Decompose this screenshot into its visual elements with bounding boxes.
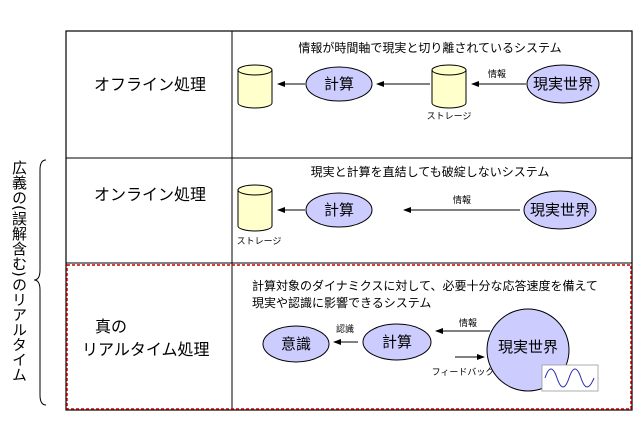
consciousness-label: 意識: [281, 335, 311, 353]
row-realtime-label-line2: リアルタイム処理: [82, 340, 210, 359]
compute-label-realtime: 計算: [382, 333, 412, 351]
row-realtime-caption-line1: 計算対象のダイナミクスに対して、必要十分な応答速度を備えて: [252, 278, 598, 293]
row-offline-label: オフライン処理: [94, 75, 206, 94]
row-offline: オフライン処理 情報が時間軸で現実と切り離されているシステム 計算 ストレージ …: [94, 40, 600, 122]
world-node-offline: 現実世界: [526, 64, 600, 104]
info-label-realtime: 情報: [459, 317, 477, 329]
storage-cylinder-online: [237, 184, 273, 232]
waveform-icon: [541, 364, 599, 392]
storage-cylinder-output: [237, 64, 273, 109]
world-node-online: 現実世界: [523, 190, 597, 230]
info-label-online: 情報: [453, 194, 471, 206]
side-label: 広義の(誤解含む)のリアルタイム: [10, 160, 28, 382]
table-frame: [65, 30, 633, 411]
storage-cylinder-input: [431, 64, 467, 109]
compute-node-offline: 計算: [305, 66, 373, 102]
feedback-label: フィードバック: [432, 367, 495, 378]
row-online-caption: 現実と計算を直結しても破綻しないシステム: [311, 164, 550, 179]
row-realtime-label-line1: 真の: [95, 317, 127, 336]
info-label-offline: 情報: [488, 68, 506, 80]
row-online-label: オンライン処理: [94, 185, 206, 204]
consciousness-node: 意識: [262, 325, 330, 363]
compute-label-online: 計算: [324, 201, 354, 219]
compute-node-realtime: 計算: [362, 323, 432, 361]
row-realtime-caption-line2: 現実や認識に影響できるシステム: [252, 295, 431, 310]
row-offline-caption: 情報が時間軸で現実と切り離されているシステム: [298, 40, 561, 55]
world-label-offline: 現実世界: [533, 75, 593, 93]
side-brace: [33, 159, 47, 406]
compute-label-offline: 計算: [324, 75, 354, 93]
storage-label-online: ストレージ: [237, 237, 282, 247]
world-label-realtime: 現実世界: [498, 338, 558, 356]
realtime-highlight: [66, 264, 632, 410]
row-online: オンライン処理 現実と計算を直結しても破綻しないシステム ストレージ 計算 情報…: [94, 164, 597, 247]
storage-label-offline: ストレージ: [427, 112, 472, 122]
row-realtime: 真の リアルタイム処理 計算対象のダイナミクスに対して、必要十分な応答速度を備え…: [82, 278, 599, 392]
recognition-label: 認識: [336, 323, 354, 335]
world-label-online: 現実世界: [530, 201, 590, 219]
compute-node-online: 計算: [305, 192, 373, 228]
